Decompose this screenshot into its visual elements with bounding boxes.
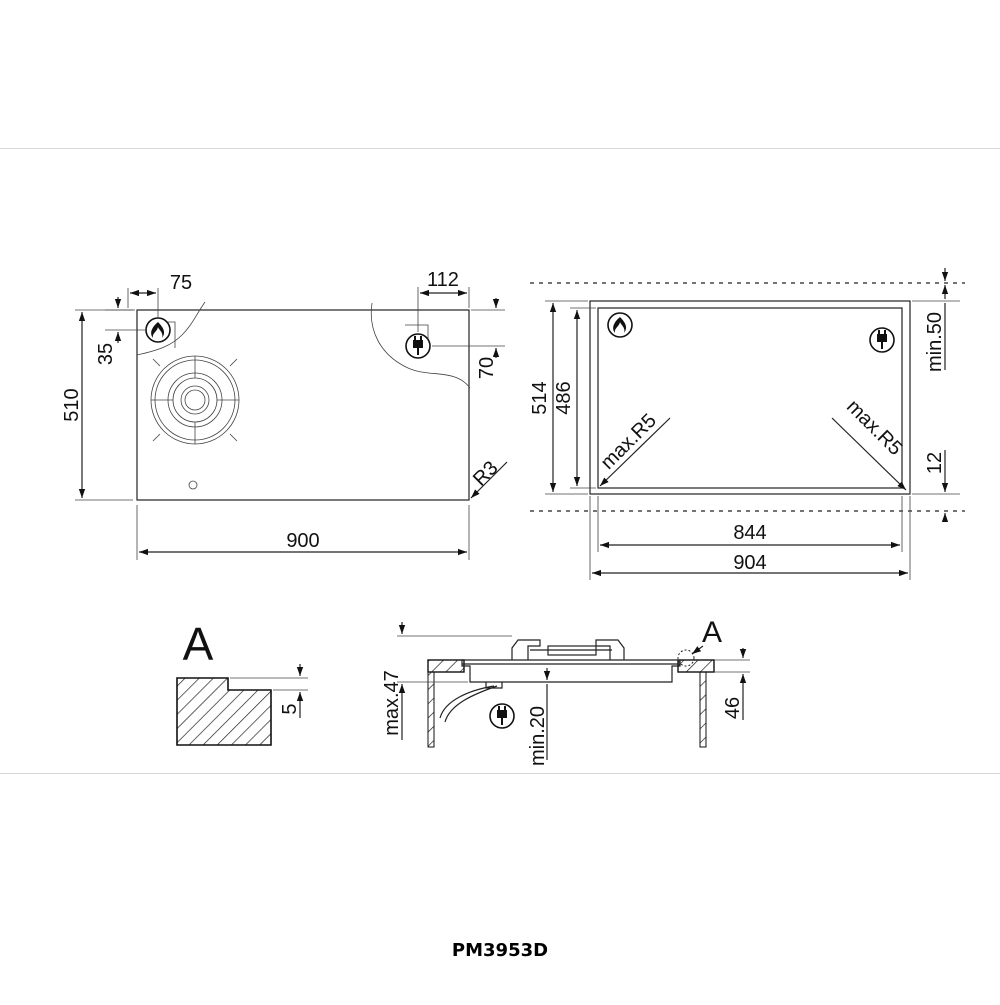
sheet-top-border xyxy=(0,148,1000,149)
burner-grid xyxy=(150,355,240,445)
detail-a-label: A xyxy=(183,618,214,670)
dim-gas-offset-x: 75 xyxy=(170,272,192,294)
dim-inner-width: 844 xyxy=(733,522,766,544)
dim-height: 46 xyxy=(722,697,744,719)
dim-elec-offset-y: 70 xyxy=(476,357,498,379)
cutout-outer xyxy=(589,300,911,495)
elec-zone-curve xyxy=(370,302,471,389)
dim-max-thickness: max.47 xyxy=(381,670,403,736)
section-view: max.47 min.20 A 46 xyxy=(381,616,750,766)
dim-outer-width: 904 xyxy=(733,552,766,574)
electric-plug-icon xyxy=(869,327,895,353)
dim-elec-offset-x: 112 xyxy=(427,269,459,291)
knob-indicator xyxy=(188,480,198,490)
sheet-bottom-border xyxy=(0,773,1000,774)
gas-flame-icon xyxy=(145,317,171,343)
dim-min-back: min.50 xyxy=(924,312,946,372)
dim-min-clearance: min.20 xyxy=(527,706,549,766)
hob-outline xyxy=(136,309,470,501)
model-name: PM3953D xyxy=(451,940,549,961)
dim-corner-radius: R3 xyxy=(469,457,503,491)
dim-depth: 510 xyxy=(61,388,83,421)
cutout-inner xyxy=(597,307,903,489)
electric-plug-icon xyxy=(489,703,515,729)
section-a-marker: A xyxy=(702,616,722,649)
dim-width: 900 xyxy=(286,530,319,552)
gas-zone-curve xyxy=(136,301,206,356)
cutout-view: max.R5 max.R5 514 486 min.50 12 xyxy=(529,268,965,580)
dim-radius-left: max.R5 xyxy=(597,410,661,474)
dim-outer-depth: 514 xyxy=(529,381,551,414)
gas-flame-icon xyxy=(607,312,633,338)
dim-rebate: 5 xyxy=(279,703,301,714)
detail-a: A 5 xyxy=(176,618,308,746)
worktop-rebate-section xyxy=(176,677,272,746)
hob-body-section xyxy=(461,659,681,683)
top-view: 900 510 75 35 112 xyxy=(61,269,508,560)
dim-radius-right: max.R5 xyxy=(842,396,906,460)
dim-gas-offset-y: 35 xyxy=(95,343,117,365)
electric-plug-icon xyxy=(405,333,431,359)
dim-min-front: 12 xyxy=(924,452,946,474)
dim-inner-depth: 486 xyxy=(553,381,575,414)
